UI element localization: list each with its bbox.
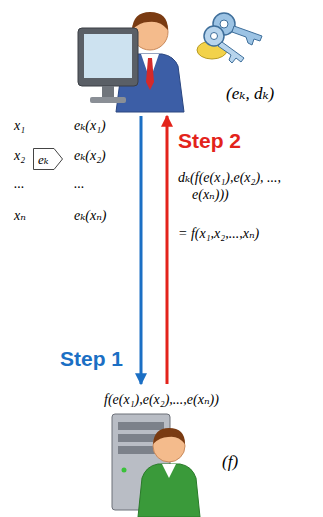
key-icon (197, 13, 262, 63)
evaluation-formula: f(e(x₁),e(x₂),...,e(xₙ)) (0, 392, 323, 409)
decryption-formula: dₖ(f(e(x₁),e(x₂), ..., e(xₙ))) (178, 170, 310, 204)
server-person (138, 464, 200, 517)
server-person (162, 464, 176, 478)
ciphertext: eₖ(x₁) (74, 118, 106, 135)
ciphertext: eₖ(x₂) (74, 148, 106, 165)
computer-monitor (90, 97, 126, 103)
key-pair: (eₖ, dₖ) (226, 84, 274, 104)
step-arrow (166, 116, 169, 384)
key-icon (232, 26, 262, 45)
client-person (146, 58, 154, 90)
ciphertext: eₖ(xₙ) (74, 208, 107, 225)
plaintext: xₙ (14, 208, 26, 225)
server-tower (122, 468, 127, 473)
computer-monitor (84, 34, 132, 78)
server-person (138, 428, 200, 517)
computer-monitor (102, 86, 114, 98)
key-icon (220, 20, 228, 28)
client-person (132, 12, 168, 30)
server-person (153, 428, 185, 444)
step-label: Step 1 (60, 346, 123, 371)
plaintext: x₂ (14, 148, 25, 165)
result-formula: = f(x₁,x₂,...,xₙ) (178, 226, 259, 243)
encryption-arrow: eₖ (33, 148, 63, 170)
ellipsis: ... (74, 176, 85, 193)
computer-monitor (78, 28, 138, 103)
step-arrow (140, 116, 143, 384)
step-label: Step 2 (178, 128, 241, 153)
key-icon (211, 33, 218, 40)
ellipsis: ... (14, 176, 25, 193)
plaintext: x₁ (14, 118, 25, 135)
server-tower (118, 422, 164, 430)
computer-monitor (78, 28, 138, 86)
function-label: (f) (222, 452, 238, 472)
key-icon (218, 42, 244, 63)
arrow-text: eₖ (38, 149, 49, 171)
